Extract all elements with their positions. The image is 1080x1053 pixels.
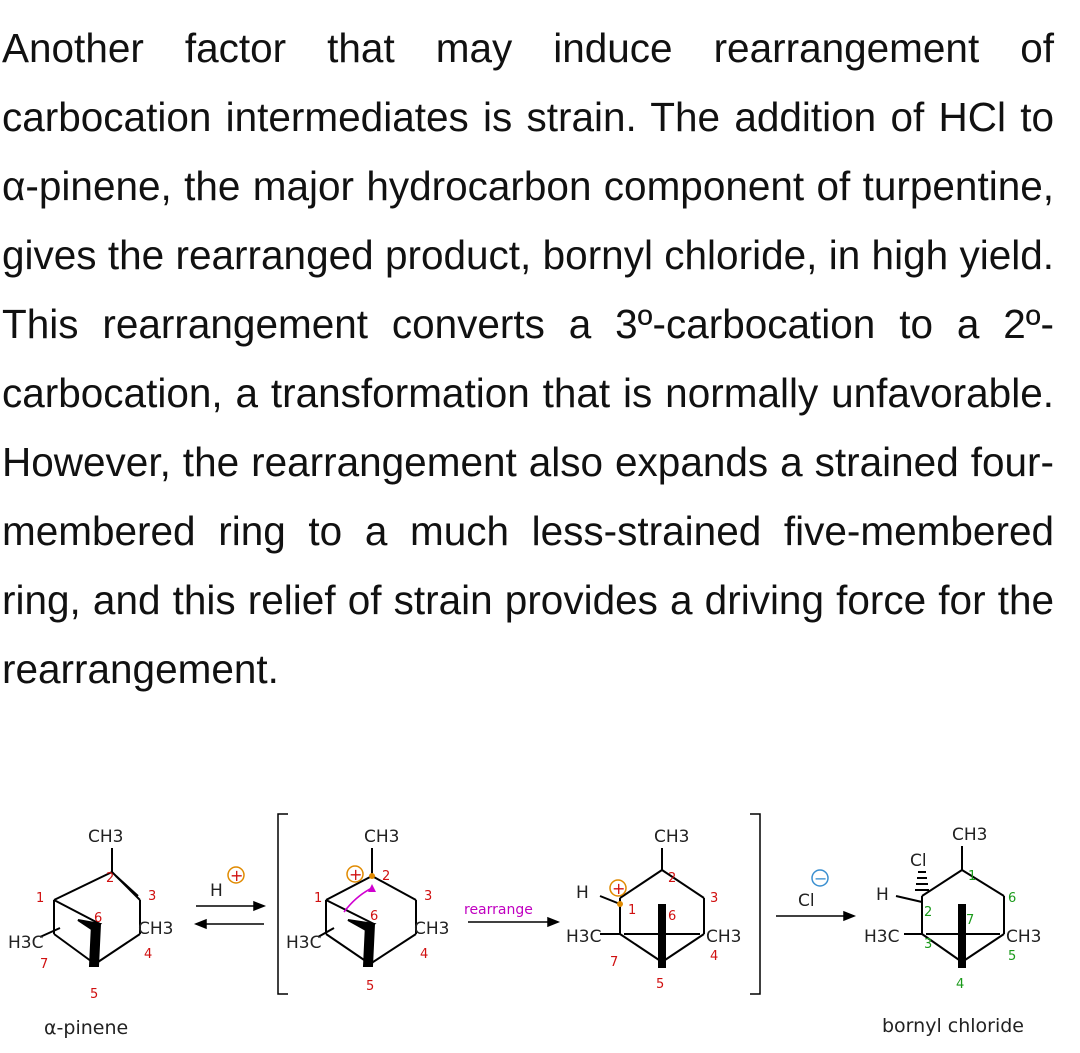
product-ch3-right: CH3 (1006, 927, 1041, 947)
cation2-center-dot (617, 901, 623, 907)
right-bracket (750, 813, 761, 995)
chloride-charge: − (814, 869, 827, 888)
cation2-bridge (658, 904, 666, 968)
pinene-num-4: 4 (144, 947, 152, 962)
cation1-h3c-left: H3C (286, 933, 321, 953)
cation1-num-1: 1 (314, 891, 322, 906)
cation1-ch3-top: CH3 (364, 827, 399, 847)
cation2-ch3-top: CH3 (654, 827, 689, 847)
rearrange-arrow (468, 916, 561, 928)
pinene-ch3-top: CH3 (88, 827, 123, 847)
tertiary-cation-structure (317, 848, 417, 967)
product-h3c-left: H3C (864, 927, 899, 947)
cation2-num-7: 7 (610, 955, 618, 970)
cation1-num-5: 5 (366, 979, 374, 994)
pinene-num-6: 6 (94, 911, 102, 926)
cation2-num-1: 1 (628, 903, 636, 918)
cation1-num-3: 3 (424, 889, 432, 904)
cation1-charge-circle (346, 865, 364, 883)
product-h: H (876, 885, 889, 905)
cation1-num-4: 4 (420, 947, 428, 962)
product-num-1: 1 (968, 869, 976, 884)
product-num-5: 5 (1008, 949, 1016, 964)
product-num-2: 2 (924, 905, 932, 920)
pinene-num-7: 7 (40, 957, 48, 972)
alpha-pinene-structure (39, 848, 141, 967)
cation2-charge-circle (609, 879, 627, 897)
cation2-charge: + (612, 879, 625, 898)
pinene-num-3: 3 (148, 889, 156, 904)
cl-hashed-bond (915, 871, 929, 891)
secondary-cation-structure (599, 848, 705, 963)
chloride-charge-circle (811, 869, 829, 887)
cation2-num-6: 6 (668, 909, 676, 924)
reagent-chloride: Cl (798, 891, 815, 911)
reagent-proton: H (210, 881, 223, 901)
cation2-h: H (576, 883, 589, 903)
body-paragraph: Another factor that may induce rearrange… (2, 25, 1054, 692)
product-num-6: 6 (1008, 891, 1016, 906)
left-bracket (277, 813, 288, 995)
pinene-h3c-left: H3C (8, 933, 43, 953)
reaction-scheme: CH3 CH3 H3C 1 2 3 4 5 6 7 α-pinene H + +… (8, 813, 1041, 1039)
curly-arrow-head (368, 884, 376, 892)
bornyl-chloride-structure (895, 846, 1005, 963)
cation2-ch3-right: CH3 (706, 927, 741, 947)
bornyl-bridge (958, 904, 966, 968)
cation2-num-5: 5 (656, 977, 664, 992)
cation1-num-6: 6 (370, 909, 378, 924)
proton-charge: + (230, 866, 243, 885)
cation1-charge: + (349, 865, 362, 884)
proton-charge-circle (227, 866, 245, 884)
equilibrium-arrows (193, 900, 267, 930)
cation1-ch3-right: CH3 (414, 919, 449, 939)
product-num-3: 3 (924, 937, 932, 952)
cation2-num-2: 2 (668, 871, 676, 886)
cation1-num-2: 2 (382, 869, 390, 884)
product-ch3-top: CH3 (952, 825, 987, 845)
pinene-ch3-right: CH3 (138, 919, 173, 939)
cation1-center-dot (369, 873, 375, 879)
pinene-num-5: 5 (90, 987, 98, 1002)
cation2-num-4: 4 (710, 949, 718, 964)
product-num-4: 4 (956, 977, 964, 992)
product-cl: Cl (910, 851, 927, 871)
pinene-num-2: 2 (106, 871, 114, 886)
rearrange-label: rearrange (464, 902, 533, 918)
reactant-name: α-pinene (44, 1017, 128, 1039)
cation2-num-3: 3 (710, 891, 718, 906)
product-name: bornyl chloride (882, 1015, 1024, 1037)
product-num-7: 7 (966, 913, 974, 928)
chloride-arrow (776, 910, 857, 922)
pinene-num-1: 1 (36, 891, 44, 906)
cation2-h3c-left: H3C (566, 927, 601, 947)
